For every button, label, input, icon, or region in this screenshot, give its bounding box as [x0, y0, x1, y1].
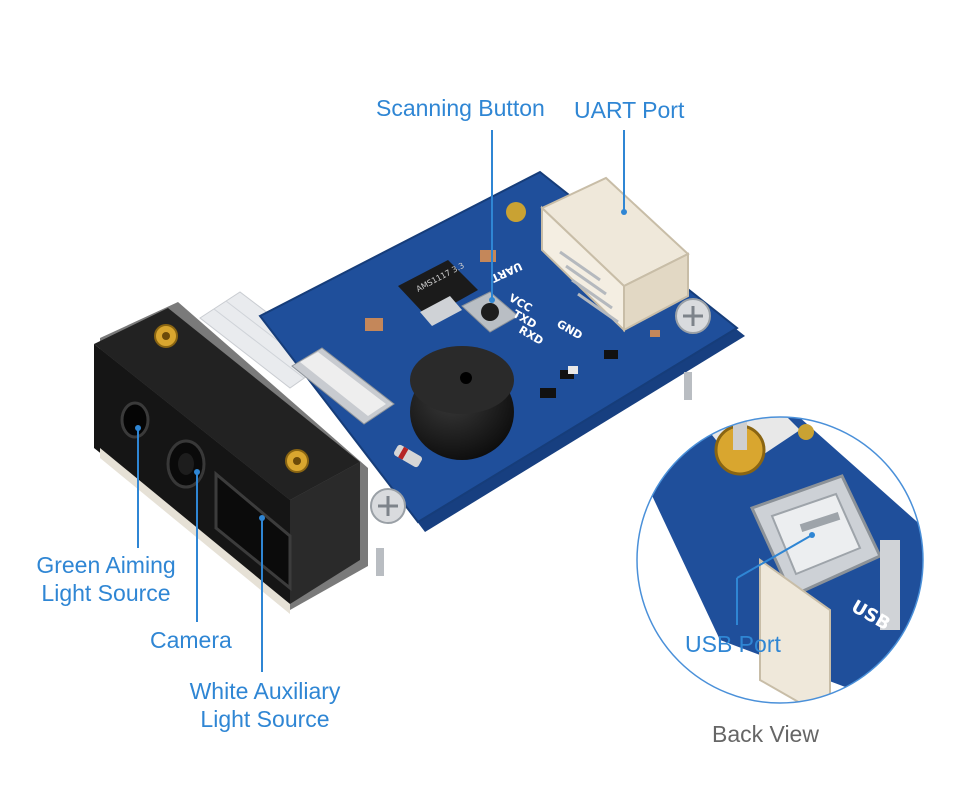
smd-led	[568, 366, 578, 374]
label-white-auxiliary-line1: White Auxiliary	[189, 678, 341, 704]
label-scanning-button: Scanning Button	[376, 95, 545, 121]
scanning-button[interactable]	[461, 291, 519, 333]
standoff	[376, 548, 384, 576]
smd-capacitor	[365, 318, 383, 331]
brass-insert-icon	[285, 449, 309, 473]
label-white-auxiliary-line2: Light Source	[200, 706, 330, 732]
brass-insert-icon	[154, 324, 178, 348]
label-white-auxiliary: White Auxiliary Light Source	[180, 677, 350, 733]
label-camera: Camera	[150, 627, 232, 653]
camera-housing	[94, 302, 368, 614]
pcb-board: AMS1117 3.3	[258, 170, 745, 576]
label-green-aiming-line2: Light Source	[41, 580, 171, 606]
white-auxiliary-light	[214, 470, 292, 592]
label-uart-port: UART Port	[574, 97, 685, 123]
label-green-aiming: Green Aiming Light Source	[26, 551, 186, 607]
smd-resistor	[650, 330, 660, 337]
label-back-view: Back View	[712, 721, 819, 747]
diode	[393, 444, 423, 468]
fpc-connector	[291, 347, 395, 425]
label-green-aiming-line1: Green Aiming	[36, 552, 176, 578]
screw-icon	[370, 488, 406, 524]
uart-connector[interactable]	[540, 176, 690, 333]
leader-dots	[135, 209, 815, 538]
leader-lines	[137, 130, 813, 672]
leader-usb-port-diagonal	[736, 534, 813, 579]
screw-icon	[675, 298, 711, 334]
smd-capacitor	[480, 250, 496, 262]
label-usb-port: USB Port	[685, 631, 781, 657]
regulator-chip: AMS1117 3.3	[398, 260, 478, 326]
camera-lens	[166, 439, 206, 489]
smd-resistor	[540, 388, 556, 398]
smd-transistor	[560, 370, 574, 379]
back-view-inset: USB	[636, 416, 924, 704]
standoff	[684, 372, 692, 400]
green-aiming-light	[120, 401, 150, 439]
buzzer	[410, 346, 514, 460]
mounting-pad	[506, 202, 526, 222]
smd-transistor	[604, 350, 618, 359]
